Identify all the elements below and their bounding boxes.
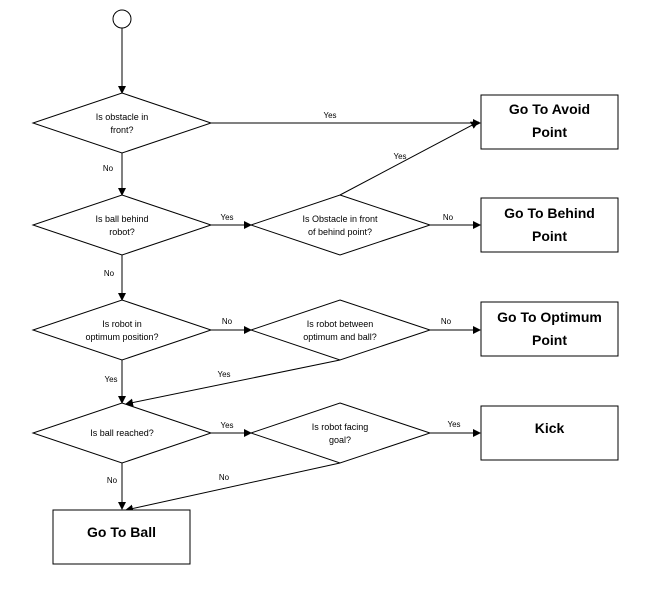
action-behind-point-line-2: Point <box>532 228 567 244</box>
edge-labels: Yes No Yes No Yes No No No Yes Yes Yes Y… <box>103 111 461 485</box>
decision-between-optimum-ball-line-1: Is robot between <box>307 319 374 329</box>
edges <box>118 28 481 513</box>
label-obstacle-front-yes: Yes <box>323 111 336 120</box>
label-obstacle-behind-yes: Yes <box>393 152 406 161</box>
decision-ball-reached: Is ball reached? <box>31 402 213 464</box>
action-optimum-point-line-1: Go To Optimum <box>497 309 602 325</box>
start-node <box>112 9 132 29</box>
label-obstacle-behind-no: No <box>443 213 454 222</box>
action-optimum-point-line-2: Point <box>532 332 567 348</box>
label-ball-behind-no: No <box>104 269 115 278</box>
action-kick: Kick <box>480 405 619 461</box>
action-kick-line-1: Kick <box>535 420 565 436</box>
decision-optimum-position-line-2: optimum position? <box>85 332 158 342</box>
decision-obstacle-behind-point-line-1: Is Obstacle in front <box>302 214 378 224</box>
action-avoid-point: Go To Avoid Point <box>480 94 619 150</box>
edge-between-yes <box>125 359 341 407</box>
decision-facing-goal-line-1: Is robot facing <box>312 422 369 432</box>
decision-facing-goal: Is robot facing goal? <box>249 402 432 464</box>
action-go-to-ball: Go To Ball <box>52 509 191 565</box>
label-optimum-position-no: No <box>222 317 233 326</box>
edge-obstacle-behind-yes <box>339 121 479 196</box>
decision-facing-goal-line-2: goal? <box>329 435 351 445</box>
decision-ball-behind-line-1: Is ball behind <box>95 214 148 224</box>
label-between-no: No <box>441 317 452 326</box>
decision-between-optimum-ball: Is robot between optimum and ball? <box>249 299 432 361</box>
decision-obstacle-behind-point-line-2: of behind point? <box>308 227 372 237</box>
decision-between-optimum-ball-line-2: optimum and ball? <box>303 332 377 342</box>
label-facing-goal-no: No <box>219 473 230 482</box>
action-behind-point-line-1: Go To Behind <box>504 205 595 221</box>
decision-obstacle-front-line-2: front? <box>110 125 133 135</box>
decision-optimum-position: Is robot in optimum position? <box>31 299 213 361</box>
label-ball-reached-no: No <box>107 476 118 485</box>
decision-obstacle-front: Is obstacle in front? <box>31 92 213 154</box>
decision-obstacle-front-line-1: Is obstacle in <box>96 112 149 122</box>
action-behind-point: Go To Behind Point <box>480 197 619 253</box>
decision-optimum-position-line-1: Is robot in <box>102 319 142 329</box>
label-ball-reached-yes: Yes <box>220 421 233 430</box>
label-between-yes: Yes <box>217 370 230 379</box>
edge-facing-goal-no <box>125 462 341 513</box>
decision-ball-behind: Is ball behind robot? <box>31 194 213 256</box>
action-go-to-ball-line-1: Go To Ball <box>87 524 156 540</box>
action-avoid-point-line-1: Go To Avoid <box>509 101 590 117</box>
decision-ball-reached-line-1: Is ball reached? <box>90 428 154 438</box>
decision-ball-behind-line-2: robot? <box>109 227 135 237</box>
decision-obstacle-behind-point: Is Obstacle in front of behind point? <box>249 194 432 256</box>
action-avoid-point-line-2: Point <box>532 124 567 140</box>
label-optimum-position-yes: Yes <box>104 375 117 384</box>
label-ball-behind-yes: Yes <box>220 213 233 222</box>
action-optimum-point: Go To Optimum Point <box>480 301 619 357</box>
label-obstacle-front-no: No <box>103 164 114 173</box>
label-facing-goal-yes: Yes <box>447 420 460 429</box>
